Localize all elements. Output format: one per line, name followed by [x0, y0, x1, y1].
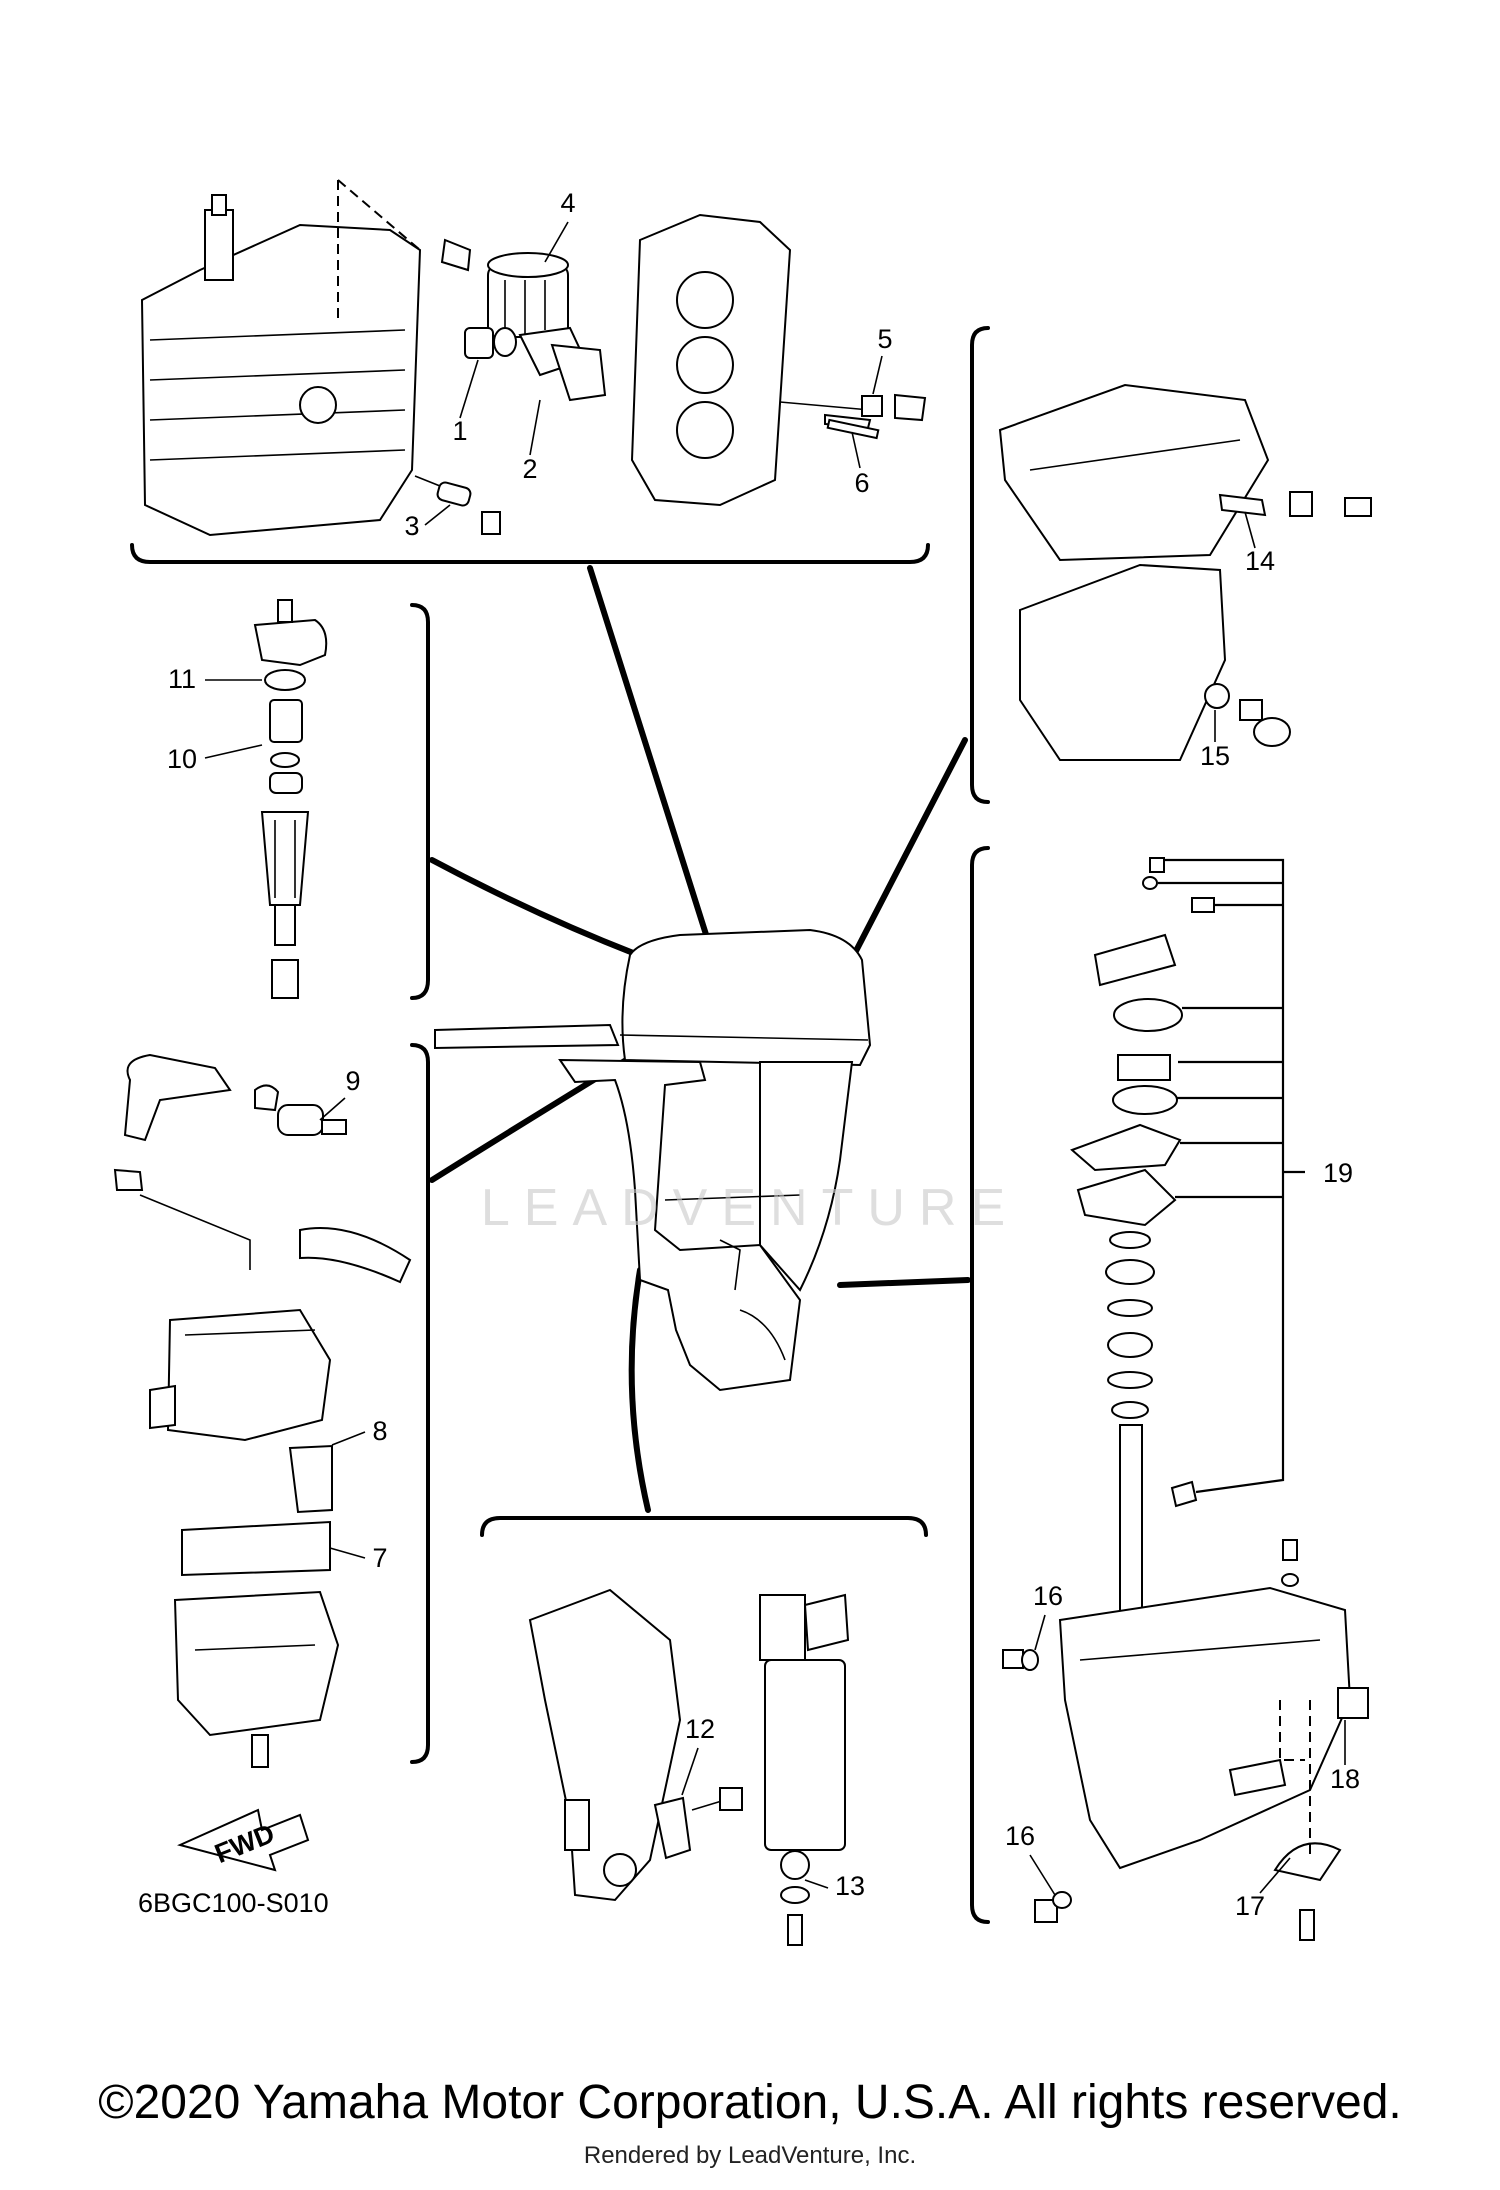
diagram-code: 6BGC100-S010 — [138, 1888, 329, 1918]
callout-14: 14 — [1245, 546, 1275, 576]
callout-18: 18 — [1330, 1764, 1360, 1794]
cylinder-head — [630, 213, 792, 507]
leader-bottom — [628, 1267, 651, 1513]
callout-4: 4 — [560, 188, 575, 218]
lower-unit-gearcase — [1002, 1539, 1369, 1941]
callout-9: 9 — [345, 1066, 360, 1096]
water-pump-parts-19 — [1070, 857, 1305, 1626]
tilt-cylinder-assembly — [759, 1593, 850, 1946]
bracket-top — [130, 543, 930, 564]
bracket-lower-right — [970, 846, 990, 1924]
bracket-lower-left — [410, 1043, 430, 1764]
vapor-separator-assembly — [113, 1053, 412, 1768]
callout-19: 19 — [1323, 1158, 1353, 1188]
callout-16a: 16 — [1033, 1581, 1063, 1611]
callout-7: 7 — [372, 1543, 387, 1573]
anode-part-3 — [414, 475, 501, 535]
leader-top-left — [587, 565, 725, 988]
callout-5: 5 — [877, 324, 892, 354]
callout-3: 3 — [404, 511, 419, 541]
callout-13: 13 — [835, 1871, 865, 1901]
watermark: LEADVENTURE — [481, 1179, 1019, 1237]
callout-11: 11 — [168, 664, 196, 694]
bracket-bottom-middle — [480, 1516, 928, 1537]
swivel-bracket-assembly — [528, 1588, 743, 1902]
spark-plug-part-5-6 — [779, 393, 927, 440]
callout-12: 12 — [685, 1714, 715, 1744]
callout-17: 17 — [1235, 1891, 1265, 1921]
callout-8: 8 — [372, 1416, 387, 1446]
callout-16b: 16 — [1005, 1821, 1035, 1851]
oil-filter-part-4 — [440, 238, 569, 338]
copyright-notice: ©2020 Yamaha Motor Corporation, U.S.A. A… — [98, 2076, 1402, 2129]
bracket-upper-right — [970, 326, 990, 804]
crankcase-assembly — [140, 179, 422, 537]
oil-pan-assembly — [998, 383, 1372, 761]
callouts: 1 2 3 4 5 6 7 8 9 10 11 12 13 14 15 16 1… — [167, 188, 1360, 1921]
callout-6: 6 — [854, 468, 869, 498]
rendered-by-notice: Rendered by LeadVenture, Inc. — [583, 2142, 917, 2169]
callout-1: 1 — [452, 416, 467, 446]
callout-2: 2 — [522, 454, 537, 484]
fuel-filter-assembly — [253, 599, 328, 999]
bracket-upper-left — [410, 603, 430, 1000]
callout-10: 10 — [167, 744, 197, 774]
thermostat-part-1-2 — [464, 326, 607, 402]
fwd-arrow: FWD — [177, 1808, 310, 1872]
callout-15: 15 — [1200, 741, 1230, 771]
leader-lower-right — [837, 1277, 971, 1288]
outboard-motor — [434, 928, 872, 1392]
